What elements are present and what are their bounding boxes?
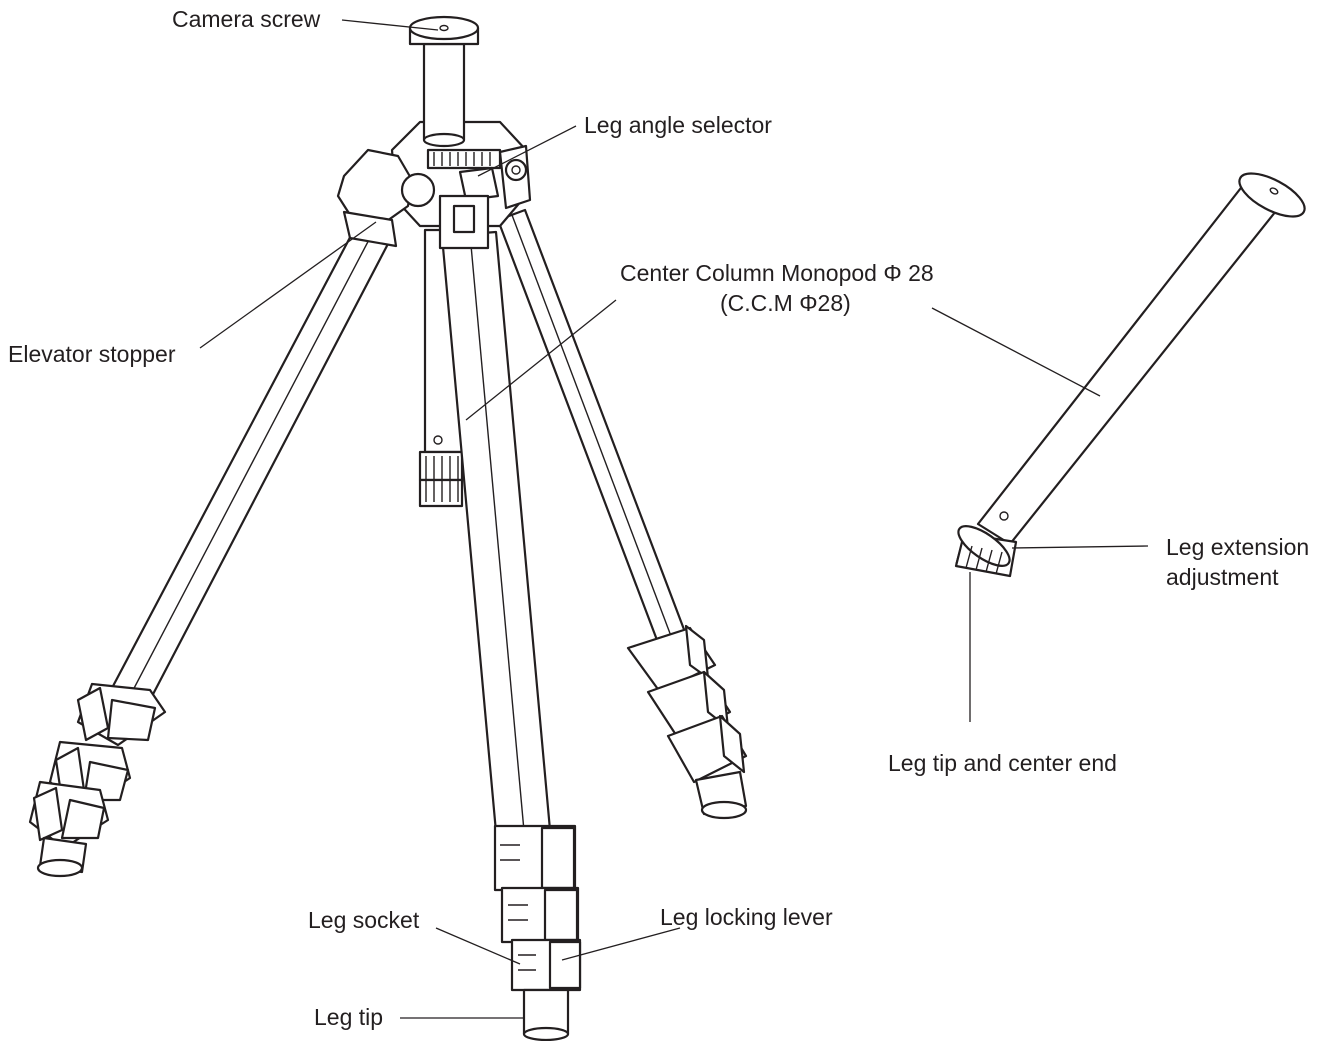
label-ccm-line2: (C.C.M Φ28): [720, 290, 851, 316]
leader-elevator-stopper: [199, 221, 377, 349]
right-leg: [496, 208, 748, 820]
front-leg-lock-upper: [493, 824, 577, 892]
front-leg-hinge: [438, 194, 490, 250]
front-leg-lock-lower: [510, 938, 582, 992]
tripod-head: [336, 120, 532, 250]
right-hinge-bolt: [498, 144, 532, 210]
leader-ccm-center: [465, 299, 617, 421]
label-leg-angle-selector: Leg angle selector: [584, 112, 772, 138]
label-leg-socket: Leg socket: [308, 907, 420, 933]
leader-ccm-monopod: [931, 307, 1101, 397]
leader-leg-angle-selector: [477, 125, 577, 177]
label-leg-tip-center-end: Leg tip and center end: [888, 750, 1117, 776]
left-leg: [28, 226, 392, 878]
leader-leg-extension: [1011, 545, 1149, 549]
elevator-stopper-knob: [336, 148, 436, 248]
label-camera-screw: Camera screw: [172, 6, 321, 32]
monopod-knob: [954, 525, 1018, 578]
front-leg-lock-middle: [500, 886, 580, 944]
front-leg: [440, 230, 582, 1041]
monopod-column: [954, 172, 1306, 578]
center-column-knob: [418, 450, 464, 508]
label-leg-tip: Leg tip: [314, 1004, 384, 1030]
label-leg-locking-lever: Leg locking lever: [660, 904, 833, 930]
label-leg-extension-line2: adjustment: [1166, 564, 1279, 590]
label-elevator-stopper: Elevator stopper: [8, 341, 176, 367]
right-leg-lock-upper: [626, 624, 717, 694]
leader-leg-socket: [435, 927, 521, 965]
leader-lines: [199, 19, 1149, 1019]
left-leg-tip: [36, 836, 88, 878]
left-leg-lock-lower: [28, 780, 110, 850]
label-leg-extension-line1: Leg extension: [1166, 534, 1310, 560]
right-leg-lock-lower: [666, 714, 748, 784]
camera-screw-column: [408, 15, 480, 148]
label-ccm-line1: Center Column Monopod Φ 28: [620, 260, 934, 286]
leader-leg-locking-lever: [561, 927, 681, 961]
front-leg-tip: [522, 988, 570, 1041]
leg-angle-selector-part: [458, 166, 500, 202]
right-leg-tip: [694, 770, 748, 820]
left-leg-lock-upper: [76, 682, 167, 747]
leader-camera-screw: [341, 19, 439, 31]
